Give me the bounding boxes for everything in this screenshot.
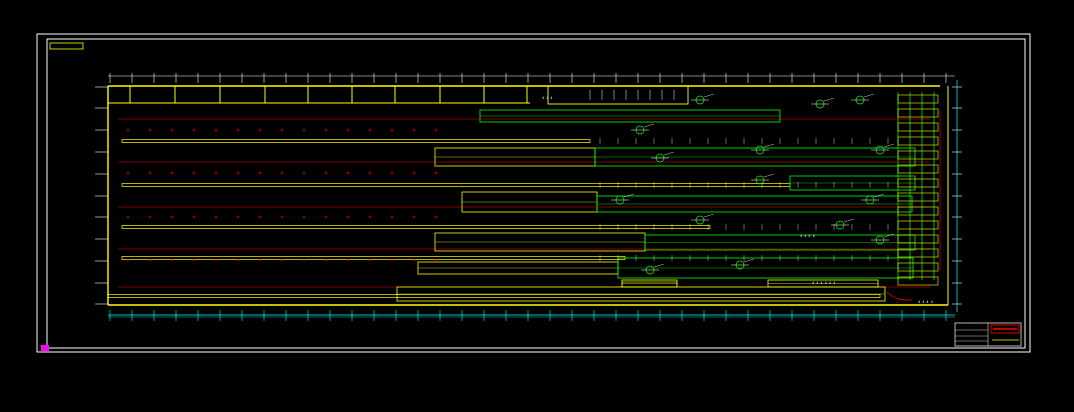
- sheet-note: 4 4 4 4: [918, 300, 933, 304]
- conveyor-station: [897, 94, 939, 104]
- conveyor-station: [897, 164, 939, 174]
- leader-line: [843, 218, 855, 223]
- conveyor-station: [897, 220, 939, 230]
- leader-line: [873, 193, 885, 198]
- leader-line: [623, 193, 635, 198]
- conveyor-station: [897, 192, 939, 202]
- leader-line: [643, 123, 655, 128]
- production-lane: [107, 294, 881, 298]
- utility-room: [547, 85, 689, 105]
- leader-line: [703, 93, 715, 98]
- conveyor-station: [897, 178, 939, 188]
- conveyor-station: [897, 108, 939, 118]
- leader-line: [883, 233, 895, 238]
- leader-line: [763, 173, 775, 178]
- dim-label-top: 4 4 4: [542, 96, 553, 100]
- conveyor-station: [897, 234, 939, 244]
- leader-line: [823, 97, 835, 102]
- frame-tag: [49, 42, 84, 50]
- company-logo-box: [990, 324, 1020, 334]
- conveyor-station: [897, 136, 939, 146]
- equipment-layout: [396, 92, 941, 302]
- leader-line: [863, 93, 875, 98]
- conveyor-station: [897, 276, 939, 286]
- conveyor-station: [897, 122, 939, 132]
- conveyor-station: [897, 248, 939, 258]
- leader-line: [653, 263, 665, 268]
- ucs-marker: [41, 345, 49, 351]
- drawing-annotations: 4 4 4 4 4 4 4 4 4 4 4 4 4 4 4 4 4: [542, 96, 933, 304]
- conveyor-station: [897, 262, 939, 272]
- outer-border: [36, 33, 1031, 353]
- production-lane: [121, 139, 591, 143]
- mid-label: 4 4 4 4: [800, 234, 815, 238]
- production-lane: [121, 225, 711, 229]
- title-block: [954, 322, 1022, 347]
- inner-border: [46, 38, 1026, 349]
- drawing-frame: [36, 33, 1031, 353]
- conveyor-station: [897, 150, 939, 160]
- tank-label-box: [621, 281, 678, 288]
- curved-pipe: [886, 291, 912, 301]
- box-label: 4 4 4 4 4 4: [812, 281, 835, 285]
- leader-line: [703, 213, 715, 218]
- leader-line: [763, 143, 775, 148]
- leader-line: [743, 258, 755, 263]
- leader-line: [883, 143, 895, 148]
- conveyor-station: [897, 206, 939, 216]
- leader-line: [663, 151, 675, 156]
